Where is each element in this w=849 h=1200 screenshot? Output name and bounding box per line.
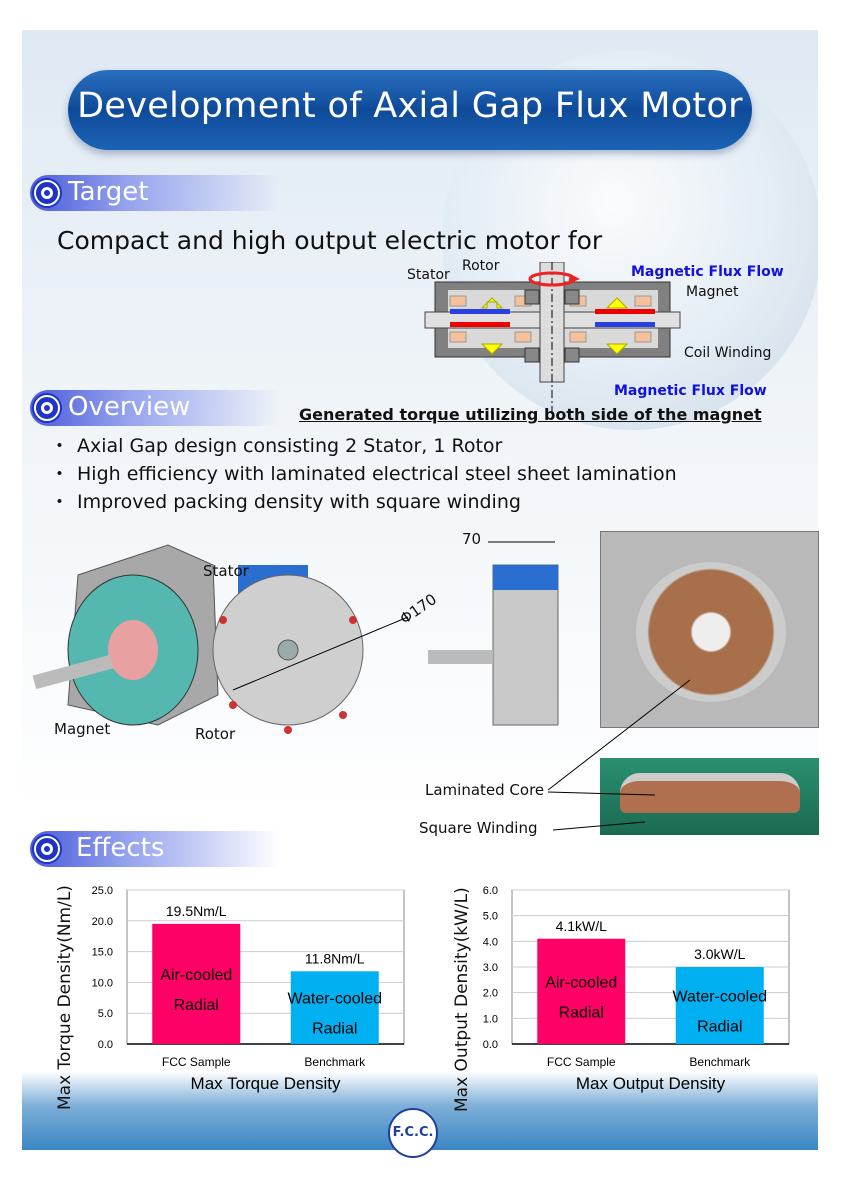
section-target: Target <box>30 175 280 211</box>
laminated-core-label: Laminated Core <box>425 781 545 799</box>
y-tick-label: 2.0 <box>483 988 498 1000</box>
bar-text: Radial <box>697 1019 742 1036</box>
section-label: Target <box>68 177 149 207</box>
torque-density-chart: 0.0 5.0 10.0 15.0 20.0 25.0 19.5Nm/L Air-cooled… <box>92 885 405 1093</box>
bar-text: Air-cooled <box>160 967 232 984</box>
motor-cross-section-diagram <box>424 262 681 412</box>
x-tick-label: FCC Sample <box>162 1055 231 1069</box>
fcc-logo: F.C.C. <box>388 1108 438 1158</box>
bar-text: Radial <box>174 997 219 1014</box>
title-banner <box>68 70 752 150</box>
bullet-circle-icon <box>34 395 60 421</box>
bar <box>152 923 241 1044</box>
bar-text: Air-cooled <box>545 974 617 991</box>
flux-flow-top-label: Magnetic Flux Flow <box>631 264 784 280</box>
y-tick-label: 20.0 <box>92 916 113 928</box>
bar <box>290 971 379 1044</box>
section-effects: Effects <box>30 831 280 867</box>
y-tick-label: 5.0 <box>98 1008 113 1020</box>
bar <box>537 938 626 1044</box>
y-tick-label: 15.0 <box>92 947 113 959</box>
stator-label: Stator <box>407 267 450 283</box>
section-label: Overview <box>68 392 191 422</box>
y-tick-label: 0.0 <box>483 1039 498 1051</box>
y-tick-label: 6.0 <box>483 885 498 897</box>
rotor-callout: Rotor <box>195 725 236 743</box>
list-item: High efficiency with laminated electrica… <box>50 460 677 488</box>
section-label: Effects <box>76 833 165 863</box>
chart-title: Max Torque Density <box>191 1074 341 1093</box>
motor-cad-drawings <box>32 541 559 734</box>
bullet-circle-icon <box>34 180 60 206</box>
y-tick-label: 1.0 <box>483 1013 498 1025</box>
y-tick-label: 10.0 <box>92 977 113 989</box>
y-tick-label: 4.0 <box>483 936 498 948</box>
list-item: Axial Gap design consisting 2 Stator, 1 … <box>50 432 677 460</box>
chart1-ylabel: Max Torque Density(Nm/L) <box>55 885 75 1110</box>
section-overview: Overview <box>30 390 280 426</box>
data-label: 3.0kW/L <box>694 946 746 962</box>
bar-text: Water-cooled <box>672 989 767 1006</box>
data-label: 11.8Nm/L <box>305 950 365 966</box>
diagram-caption: Generated torque utilizing both side of … <box>299 405 762 424</box>
output-density-chart: 0.0 1.0 2.0 3.0 4.0 5.0 6.0 4.1kW/L Air-cooledRa… <box>483 885 790 1093</box>
stator-callout: Stator <box>203 562 249 580</box>
overview-list: Axial Gap design consisting 2 Stator, 1 … <box>50 432 677 516</box>
y-tick-label: 3.0 <box>483 962 498 974</box>
bullet-circle-icon <box>34 836 60 862</box>
magnet-callout: Magnet <box>54 720 111 738</box>
bar-text: Radial <box>312 1021 357 1038</box>
stator-photo <box>600 531 819 728</box>
flux-flow-bottom-label: Magnetic Flux Flow <box>614 383 767 399</box>
y-tick-label: 0.0 <box>98 1039 113 1051</box>
y-tick-label: 25.0 <box>92 885 113 897</box>
bar-text: Water-cooled <box>287 991 382 1008</box>
page-title: Development of Axial Gap Flux Motor <box>77 86 743 126</box>
bar <box>675 967 764 1044</box>
data-label: 4.1kW/L <box>556 918 608 934</box>
square-winding-label: Square Winding <box>419 819 538 837</box>
x-tick-label: Benchmark <box>304 1055 366 1069</box>
x-tick-label: FCC Sample <box>547 1055 616 1069</box>
magnet-label: Magnet <box>686 284 739 300</box>
width-dimension: 70 <box>462 530 482 548</box>
data-label: 19.5Nm/L <box>166 903 227 919</box>
x-tick-label: Benchmark <box>689 1055 751 1069</box>
laminated-core-photo <box>600 758 819 835</box>
target-text: Compact and high output electric motor f… <box>57 226 603 255</box>
list-item: Improved packing density with square win… <box>50 488 677 516</box>
coil-winding-label: Coil Winding <box>684 345 772 361</box>
y-tick-label: 5.0 <box>483 911 498 923</box>
chart-title: Max Output Density <box>576 1074 726 1093</box>
rotor-label: Rotor <box>462 258 500 274</box>
bar-text: Radial <box>559 1004 604 1021</box>
